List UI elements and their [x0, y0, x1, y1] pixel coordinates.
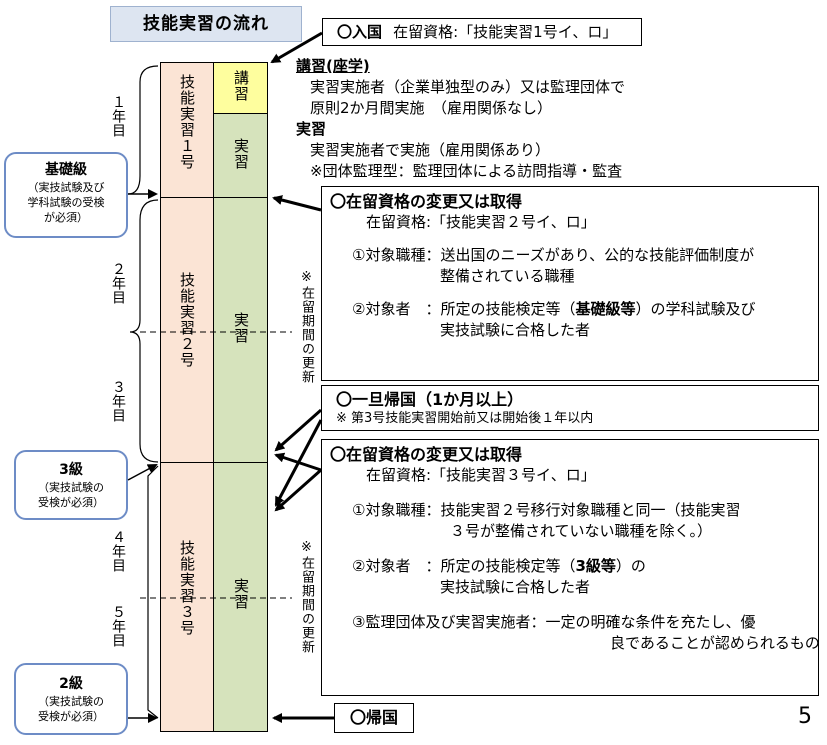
- entry-status: 在留資格:「技能実習1号イ、ロ」: [393, 23, 618, 41]
- change3-item3: ③監理団体及び実習実施者：一定の明確な条件を充たし、優: [330, 612, 818, 633]
- change3-item3-line1: 一定の明確な条件を充たし、優: [545, 613, 756, 631]
- change3-arrow-b: [274, 468, 322, 512]
- practice2-cell: [213, 197, 268, 463]
- change3-item2-post: ）の: [615, 557, 646, 575]
- change2-heading: 〇在留資格の変更又は取得: [330, 192, 523, 211]
- level-kiso-name: 基礎級: [45, 162, 87, 178]
- change2-item1-label: ①対象職種：: [352, 246, 441, 264]
- lecture-heading: 講習(座学): [296, 57, 370, 75]
- lecture-label: 講習: [232, 70, 250, 102]
- level-kiso-note2: 学科試験の受検: [27, 196, 105, 209]
- change2-item1-line1: 送出国のニーズがあり、公的な技能評価制度が: [440, 246, 755, 264]
- level-2-note1: （実技試験の: [38, 695, 104, 708]
- change2-status: 在留資格:「技能実習２号イ、ロ」: [366, 213, 596, 231]
- entry-box: 〇入国 在留資格:「技能実習1号イ、ロ」: [322, 18, 642, 46]
- practice-line2: ※団体監理型：監理団体による訪問指導・監査: [310, 162, 623, 180]
- level-3-arrow: [127, 464, 158, 481]
- years45-brace: [147, 465, 159, 719]
- change2-box: 〇在留資格の変更又は取得 在留資格:「技能実習２号イ、ロ」 ①対象職種：送出国の…: [321, 186, 819, 381]
- change3-item1-line1: 技能実習２号移行対象職種と同一（技能実習: [440, 501, 741, 519]
- level-3-note1: （実技試験の: [38, 481, 104, 494]
- change3-item3-line2: 良であることが認められるもの: [610, 634, 820, 652]
- change3-status: 在留資格:「技能実習３号イ、ロ」: [366, 466, 596, 484]
- change3-item3-label: ③監理団体及び実習実施者：: [352, 613, 546, 631]
- stage2-column: [160, 197, 214, 463]
- level-2-box: 2級 （実技試験の 受検が必須）: [14, 663, 128, 735]
- change3-item1: ①対象職種：技能実習２号移行対象職種と同一（技能実習: [330, 500, 818, 521]
- change3-item1-line2: ３号が整備されていない職種を除く。）: [450, 522, 713, 540]
- change2-item1-line2: 整備されている職種: [440, 267, 575, 285]
- stage1-label: 技能実習１号: [178, 74, 196, 170]
- practice3-cell: [213, 462, 268, 732]
- stage2-label: 技能実習２号: [178, 272, 196, 368]
- page-number: 5: [798, 704, 812, 729]
- entry-label: 〇入国: [337, 23, 383, 41]
- year-1-label: １年目: [110, 95, 126, 137]
- level-kiso-box: 基礎級 （実技試験及び 学科試験の受検 が必須）: [4, 152, 128, 238]
- temp-return-arrow-up: [274, 408, 322, 452]
- change3-heading: 〇在留資格の変更又は取得: [330, 445, 523, 464]
- change3-box: 〇在留資格の変更又は取得 在留資格:「技能実習３号イ、ロ」 ①対象職種：技能実習…: [321, 439, 820, 696]
- change3-item1-label: ①対象職種：: [352, 501, 441, 519]
- change2-item2-label: ②対象者 ：: [352, 300, 441, 318]
- change2-item2-bold: 基礎級等: [575, 300, 636, 318]
- level-2-note2: 受検が必須）: [38, 710, 104, 723]
- renewal-note-1: ※在留期間の更新: [299, 270, 314, 384]
- change2-arrow: [272, 195, 322, 212]
- stage1-description: 講習(座学) 実習実施者（企業単独型のみ）又は監理団体で 原則2か月間実施 （雇…: [296, 56, 625, 182]
- practice2-label: 実習: [232, 312, 250, 344]
- lecture-line1: 実習実施者（企業単独型のみ）又は監理団体で: [310, 78, 626, 96]
- change3-item2-line2: 実技試験に合格した者: [440, 578, 591, 596]
- change3-item2: ②対象者 ：所定の技能検定等（3級等）の: [330, 556, 818, 577]
- lecture-line2: 原則2か月間実施 （雇用関係なし）: [310, 99, 553, 117]
- level-3-name: 3級: [59, 462, 83, 478]
- return-home-box: 〇帰国: [334, 703, 414, 733]
- year-5-label: ５年目: [110, 605, 126, 647]
- year1-brace: [127, 65, 159, 195]
- change2-item2: ②対象者 ：所定の技能検定等（基礎級等）の学科試験及び: [330, 299, 818, 320]
- practice1-cell: [213, 113, 268, 198]
- level-kiso-note1: （実技試験及び: [27, 181, 105, 194]
- page-title: 技能実習の流れ: [110, 6, 302, 42]
- renewal-note-2: ※在留期間の更新: [299, 540, 314, 654]
- years23-brace: [129, 199, 159, 463]
- temp-return-box: 〇一旦帰国（1か月以上） ※ 第3号技能実習開始前又は開始後１年以内: [321, 385, 819, 431]
- temp-return-heading: 〇一旦帰国（1か月以上）: [336, 390, 524, 409]
- change2-item2-pre: 所定の技能検定等（: [440, 300, 576, 318]
- change3-item2-pre: 所定の技能検定等（: [440, 557, 576, 575]
- level-kiso-note3: が必須）: [44, 211, 88, 224]
- practice-heading: 実習: [296, 120, 327, 138]
- practice-line1: 実習実施者で実施（雇用関係あり）: [310, 141, 551, 159]
- level-3-note2: 受検が必須）: [38, 496, 104, 509]
- return-home-label: 〇帰国: [349, 708, 398, 727]
- change3-arrow-a: [274, 452, 322, 472]
- change2-item2-post: ）の学科試験及び: [635, 300, 756, 318]
- stage3-label: 技能実習３号: [178, 540, 196, 636]
- level-3-box: 3級 （実技試験の 受検が必須）: [14, 450, 128, 520]
- level-2-name: 2級: [59, 676, 83, 692]
- stage1-column: [160, 62, 214, 198]
- year-2-label: ２年目: [110, 262, 126, 304]
- change3-item2-label: ②対象者 ：: [352, 557, 441, 575]
- change2-item1: ①対象職種：送出国のニーズがあり、公的な技能評価制度が: [330, 245, 818, 266]
- year-3-label: ３年目: [110, 380, 126, 422]
- change3-item2-bold: 3級等: [575, 557, 616, 575]
- practice1-label: 実習: [232, 138, 250, 170]
- change2-item2-line2: 実技試験に合格した者: [440, 321, 591, 339]
- temp-return-arrow-down: [274, 419, 323, 507]
- temp-return-note: ※ 第3号技能実習開始前又は開始後１年以内: [336, 411, 594, 426]
- stage3-column: [160, 462, 214, 732]
- lecture-cell: [213, 62, 268, 114]
- practice3-label: 実習: [232, 578, 250, 610]
- year-4-label: ４年目: [110, 530, 126, 572]
